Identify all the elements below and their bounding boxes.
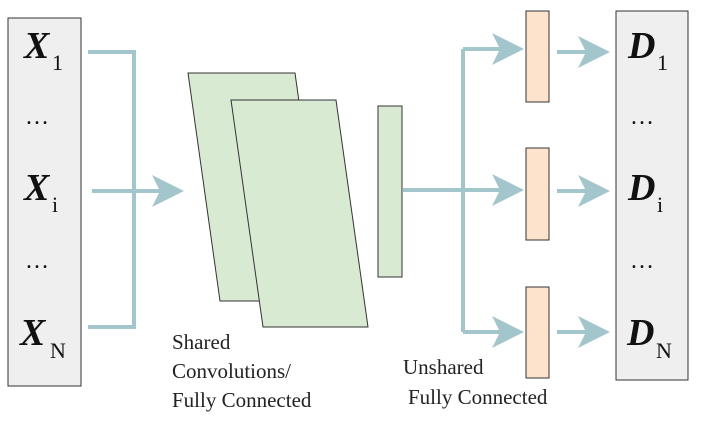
shared-caption-line-1: Shared	[172, 330, 231, 354]
input-x1-symbol: X	[23, 25, 51, 67]
shared-conv-layer-front	[230, 99, 369, 328]
unshared-fc-bar-1	[525, 10, 550, 103]
input-xi-symbol: X	[23, 167, 51, 209]
shared-fc-bar	[377, 105, 403, 278]
shared-caption: Shared Convolutions/ Fully Connected	[172, 330, 312, 412]
output-d1-subscript: 1	[657, 50, 668, 75]
output-di-symbol: D	[627, 167, 655, 209]
input-xi-subscript: i	[52, 192, 58, 217]
output-ellipsis-bottom: …	[630, 248, 654, 274]
output-dn-symbol: D	[626, 312, 654, 354]
input-x1-subscript: 1	[52, 50, 63, 75]
unshared-caption-line-1: Unshared	[403, 355, 484, 379]
shared-caption-line-3: Fully Connected	[172, 388, 312, 412]
output-arrows	[557, 36, 610, 348]
input-ellipsis-bottom: …	[25, 248, 49, 274]
input-ellipsis-top: …	[25, 104, 49, 130]
output-ellipsis-top: …	[630, 104, 654, 130]
input-xn-symbol: X	[19, 312, 47, 354]
unshared-fc-bar-i	[525, 147, 550, 241]
input-merge-arrows	[88, 50, 184, 329]
output-d1-symbol: D	[627, 25, 655, 67]
input-xn-subscript: N	[50, 338, 66, 363]
shared-caption-line-2: Convolutions/	[172, 359, 291, 383]
input-panel	[7, 17, 82, 387]
output-dn-subscript: N	[656, 338, 672, 363]
unshared-fc-bar-n	[525, 286, 550, 379]
output-di-subscript: i	[657, 192, 663, 217]
output-panel	[615, 10, 689, 381]
split-arrows	[403, 33, 524, 348]
unshared-caption: Unshared Fully Connected	[403, 355, 548, 409]
unshared-caption-line-2: Fully Connected	[408, 385, 548, 409]
